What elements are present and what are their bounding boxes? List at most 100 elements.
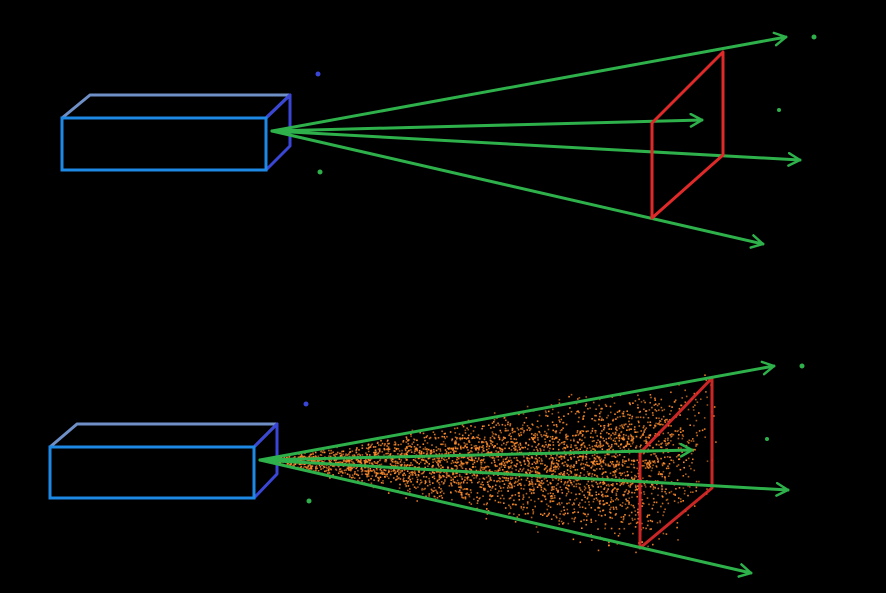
scatter-point [706,460,709,462]
scatter-point [483,425,485,427]
scatter-point [676,526,678,529]
scatter-point [606,502,608,504]
scatter-point [456,472,458,475]
scatter-point [440,467,442,470]
scatter-point [397,453,399,455]
scatter-point [615,437,618,439]
scatter-point [483,450,485,452]
scatter-point [460,476,463,478]
scatter-point [426,453,428,455]
scatter-point [464,479,466,481]
scatter-point [422,471,425,474]
scatter-point [561,455,563,458]
scatter-point [387,447,389,450]
scatter-point [373,471,376,474]
scatter-point [451,438,454,440]
scatter-point [613,455,615,457]
scatter-point [375,472,378,474]
scatter-point [483,487,485,490]
scatter-point [471,474,474,477]
scatter-point [340,461,343,464]
scatter-point [660,423,663,426]
scatter-point [651,412,654,414]
scatter-point [642,416,645,419]
scatter-point [438,482,440,484]
scatter-point [536,486,539,488]
scatter-point [567,459,569,461]
scatter-point [531,483,533,485]
scatter-point [508,482,511,485]
scatter-point [471,456,473,458]
scatter-point [461,437,463,440]
scatter-point [473,459,476,462]
scatter-point [657,487,660,490]
scatter-point [420,453,422,456]
scatter-point [679,428,682,430]
scatter-point [628,497,631,499]
scatter-point [374,462,377,464]
scatter-point [657,423,659,425]
scatter-point [445,459,448,461]
scatter-point [536,478,538,481]
scatter-point [436,480,438,483]
scatter-point [577,434,580,436]
scatter-point [518,498,521,501]
scatter-point [403,480,405,482]
scatter-point [372,469,375,471]
scatter-point [513,447,515,449]
scatter-point [340,452,342,455]
scatter-point [620,516,623,518]
scatter-point [453,481,456,484]
scatter-point [460,492,463,494]
scatter-point [645,527,647,530]
scatter-point [600,411,602,413]
scatter-point [398,471,400,474]
scatter-point [510,449,513,451]
scatter-point [554,430,556,433]
scatter-point [583,468,585,471]
scatter-point [308,455,311,458]
scatter-point [703,428,706,430]
scatter-point [497,501,500,504]
scatter-point [556,454,558,457]
scatter-point [678,434,680,436]
scatter-point [646,464,648,466]
scatter-point [636,488,639,491]
scatter-point [552,497,554,499]
scatter-point [639,416,642,419]
scatter-point [418,483,421,486]
scatter-point [578,486,581,489]
scatter-point [370,477,372,480]
scatter-point [467,437,469,439]
scatter-point [505,461,507,463]
scatter-point [595,497,598,500]
scatter-point [660,457,662,460]
scatter-point [611,463,613,465]
scatter-point [327,472,329,474]
scatter-point [552,492,554,495]
scatter-point [544,488,546,490]
scatter-point [486,443,488,446]
scatter-point [416,500,418,502]
scatter-point [327,468,330,471]
scatter-point [325,466,327,469]
scatter-point [578,493,581,495]
scatter-point [376,472,378,475]
scatter-point [633,459,635,462]
scatter-point [643,440,646,442]
scatter-point [572,466,575,468]
scatter-point [606,449,608,451]
scatter-point [570,439,572,442]
scatter-point [518,470,520,472]
scatter-point [357,459,360,462]
scatter-point [339,468,342,470]
scatter-point [647,520,649,522]
scatter-point [410,433,412,436]
scatter-point [301,456,304,459]
scatter-point [624,503,627,506]
scatter-point [529,490,531,492]
scatter-point [428,480,431,482]
ray [270,129,802,167]
scatter-point [540,434,542,436]
scatter-point [482,459,484,462]
